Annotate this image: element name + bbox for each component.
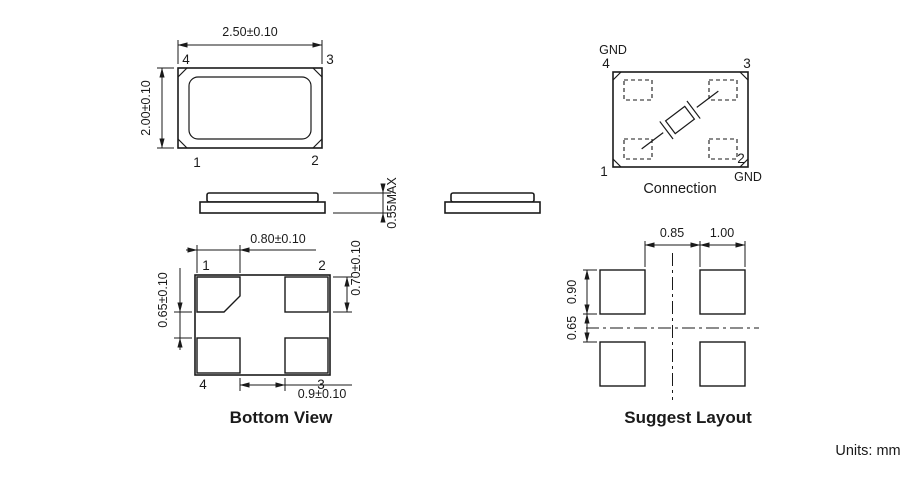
- layout-pad-br: [699, 341, 746, 387]
- pad-h-label: 0.90: [565, 280, 579, 304]
- pad-width-label: 0.80±0.10: [250, 232, 306, 246]
- height-extension-lines: [157, 67, 174, 149]
- side-height-dimension: 0.55MAX: [333, 177, 399, 229]
- crystal-plate-2: [686, 100, 701, 119]
- side-view-front: [199, 192, 326, 214]
- base-profile: [199, 201, 326, 214]
- pin-label-4: 4: [199, 377, 207, 392]
- top-view: 2.50±0.10 2.00±0.10 4 3 1 2: [139, 25, 334, 170]
- suggest-layout: 0.85 1.00 0.90 0.65 Suggest Layout: [565, 226, 759, 427]
- crystal-lead-2: [696, 90, 719, 108]
- lid-profile: [450, 192, 535, 203]
- gap-h-label: 0.9±0.10: [298, 387, 347, 401]
- side-view-end: [444, 192, 541, 214]
- pad-1: [196, 276, 241, 313]
- pad-w-label: 1.00: [710, 226, 734, 240]
- connection-diagram: GND 4 3 1 2 GND Connection: [599, 43, 762, 197]
- pad-4: [196, 337, 241, 374]
- extension-lines: [333, 192, 391, 214]
- max-height-label: 0.55MAX: [385, 177, 399, 229]
- lid-outline: [188, 76, 312, 140]
- gnd-label-bottom: GND: [734, 170, 762, 184]
- gap-y-label: 0.65: [565, 316, 579, 340]
- crystal-symbol: [641, 90, 719, 150]
- pad-2-dashed: [708, 138, 738, 160]
- pin-label-4: 4: [602, 56, 610, 71]
- pin-label-1: 1: [600, 164, 608, 179]
- units-label: Units: mm: [835, 443, 900, 459]
- layout-pad-tl: [599, 269, 646, 315]
- pin-label-1: 1: [202, 258, 210, 273]
- gnd-label-top: GND: [599, 43, 627, 57]
- lid-profile: [206, 192, 319, 203]
- width-extension-lines: [177, 40, 323, 64]
- pin-label-3: 3: [743, 56, 751, 71]
- pad-1-dashed: [623, 138, 653, 160]
- package-outline: [612, 71, 749, 168]
- gap-v-label: 0.65±0.10: [156, 272, 170, 328]
- pad-4-dashed: [623, 79, 653, 101]
- layout-pad-tr: [699, 269, 746, 315]
- pin-label-3: 3: [326, 52, 334, 67]
- pad-3: [284, 337, 329, 374]
- gap-v-extension-lines: [174, 311, 192, 339]
- pad-height-label: 0.70±0.10: [349, 240, 363, 296]
- gap-x-label: 0.85: [660, 226, 684, 240]
- crystal-lead-1: [641, 132, 664, 150]
- crystal-body: [664, 105, 696, 135]
- corner-pad-marks: [612, 71, 749, 168]
- bottom-view: 1 2 4 3 0.80±0.10 0.70±0.10 0.65±0.10 0.…: [156, 232, 363, 427]
- bottom-view-title: Bottom View: [230, 408, 333, 427]
- pin-label-1: 1: [193, 155, 201, 170]
- base-profile: [444, 201, 541, 214]
- pad-3-dashed: [708, 79, 738, 101]
- corner-pad-marks: [177, 67, 323, 149]
- pin-label-2: 2: [737, 151, 745, 166]
- pin-label-2: 2: [311, 153, 319, 168]
- height-dimension-label: 2.00±0.10: [139, 80, 153, 136]
- pin-label-2: 2: [318, 258, 326, 273]
- width-dimension-label: 2.50±0.10: [222, 25, 278, 39]
- layout-pad-bl: [599, 341, 646, 387]
- crystal-plate-1: [659, 121, 674, 140]
- pad-2: [284, 276, 329, 313]
- connection-title: Connection: [643, 181, 716, 197]
- left-extension-lines: [583, 269, 597, 343]
- pin-label-4: 4: [182, 52, 190, 67]
- suggest-layout-title: Suggest Layout: [624, 408, 752, 427]
- package-outline: [177, 67, 323, 149]
